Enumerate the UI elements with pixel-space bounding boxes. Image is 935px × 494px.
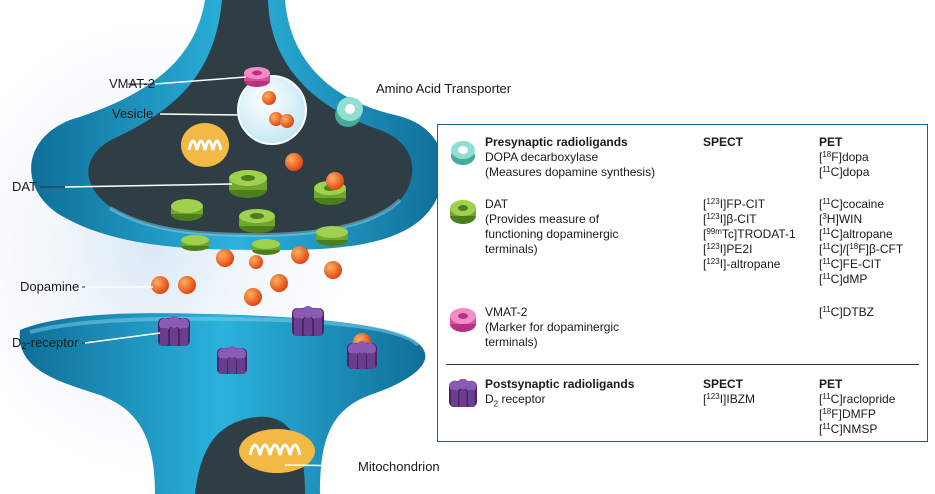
presyn-desc-line: DOPA decarboxylase	[485, 150, 599, 164]
ligand: [3H]WIN	[819, 212, 863, 226]
dat-title: DAT	[485, 197, 509, 211]
label-vesicle: Vesicle	[112, 106, 154, 121]
vmat-pet: [11C]DTBZ	[819, 305, 927, 320]
vmat2-icon	[450, 308, 476, 332]
ligand: [11C]altropane	[819, 227, 893, 241]
ligand: [11C]FE-CIT	[819, 257, 882, 271]
postsyn-desc-line: D2 receptor	[485, 392, 546, 409]
radioligand-table: Presynaptic radioligands DOPA decarboxyl…	[437, 124, 928, 442]
vmat-desc: VMAT-2 (Marker for dopaminergic terminal…	[485, 305, 695, 350]
postsyn-spect: SPECT [123I]IBZM	[703, 377, 823, 407]
ligand: [18F]DMFP	[819, 407, 876, 421]
dat-desc: DAT (Provides measure of functioning dop…	[485, 197, 695, 257]
dat-icon	[450, 200, 476, 224]
postsyn-title: Postsynaptic radioligands	[485, 377, 635, 391]
ligand: [11C]/[18F]β-CFT	[819, 242, 904, 256]
amino-acid-transporter	[335, 97, 363, 127]
label-dat: DAT	[12, 179, 38, 194]
label-mitochondrion: Mitochondrion	[358, 459, 440, 474]
label-amino-acid-transporter: Amino Acid Transporter	[376, 81, 512, 96]
leader-lines	[64, 76, 373, 467]
leader-lines-dark	[40, 83, 160, 344]
presyn-pet: PET [18F]dopa [11C]dopa	[819, 135, 927, 180]
d2-receptor-icon	[449, 379, 477, 407]
presyn-title: Presynaptic radioligands	[485, 135, 628, 149]
ligand: [123I]-altropane	[703, 257, 781, 271]
spect-header: SPECT	[703, 377, 744, 391]
ligand: [11C]DTBZ	[819, 305, 875, 319]
vmat-desc-line: terminals)	[485, 335, 538, 349]
dat-transporters	[171, 170, 348, 255]
postsyn-pet: PET [11C]raclopride [18F]DMFP [11C]NMSP	[819, 377, 927, 437]
ligand: [123I]β-CIT	[703, 212, 757, 226]
dat-desc-line: terminals)	[485, 242, 538, 256]
presyn-desc-line: (Measures dopamine synthesis)	[485, 165, 656, 179]
dat-spect: [123I]FP-CIT [123I]β-CIT [99mTc]TRODAT-1…	[703, 197, 823, 272]
ligand: [11C]cocaine	[819, 197, 885, 211]
ligand: [11C]dopa	[819, 165, 870, 179]
label-vmat2: VMAT-2	[109, 76, 155, 91]
dat-desc-line: functioning dopaminergic	[485, 227, 619, 241]
ligand: [11C]NMSP	[819, 422, 878, 436]
dat-pet: [11C]cocaine [3H]WIN [11C]altropane [11C…	[819, 197, 927, 287]
mitochondrion-postsynaptic	[239, 429, 315, 473]
ligand: [99mTc]TRODAT-1	[703, 227, 796, 241]
vmat-title: VMAT-2	[485, 305, 528, 319]
ligand: [123I]PE2I	[703, 242, 753, 256]
pet-header: PET	[819, 135, 843, 149]
label-dopamine: Dopamine	[20, 279, 80, 294]
ligand: [123I]FP-CIT	[703, 197, 766, 211]
pet-header: PET	[819, 377, 843, 391]
presyn-desc: Presynaptic radioligands DOPA decarboxyl…	[485, 135, 695, 180]
ligand: [123I]IBZM	[703, 392, 756, 406]
d2-receptors	[158, 306, 377, 374]
vmat2-transporter	[244, 67, 270, 87]
ligand: [11C]raclopride	[819, 392, 896, 406]
vmat-desc-line: (Marker for dopaminergic	[485, 320, 620, 334]
postsyn-desc: Postsynaptic radioligands D2 receptor	[485, 377, 695, 411]
table-divider	[446, 364, 919, 365]
vesicle	[237, 75, 307, 145]
dat-desc-line: (Provides measure of	[485, 212, 600, 226]
amino-acid-transporter-icon	[451, 141, 475, 165]
mitochondrion-presynaptic	[181, 123, 229, 167]
spect-header: SPECT	[703, 135, 744, 149]
ligand: [18F]dopa	[819, 150, 869, 164]
ligand: [11C]dMP	[819, 272, 868, 286]
label-d2-receptor: D2-receptor	[12, 335, 79, 351]
